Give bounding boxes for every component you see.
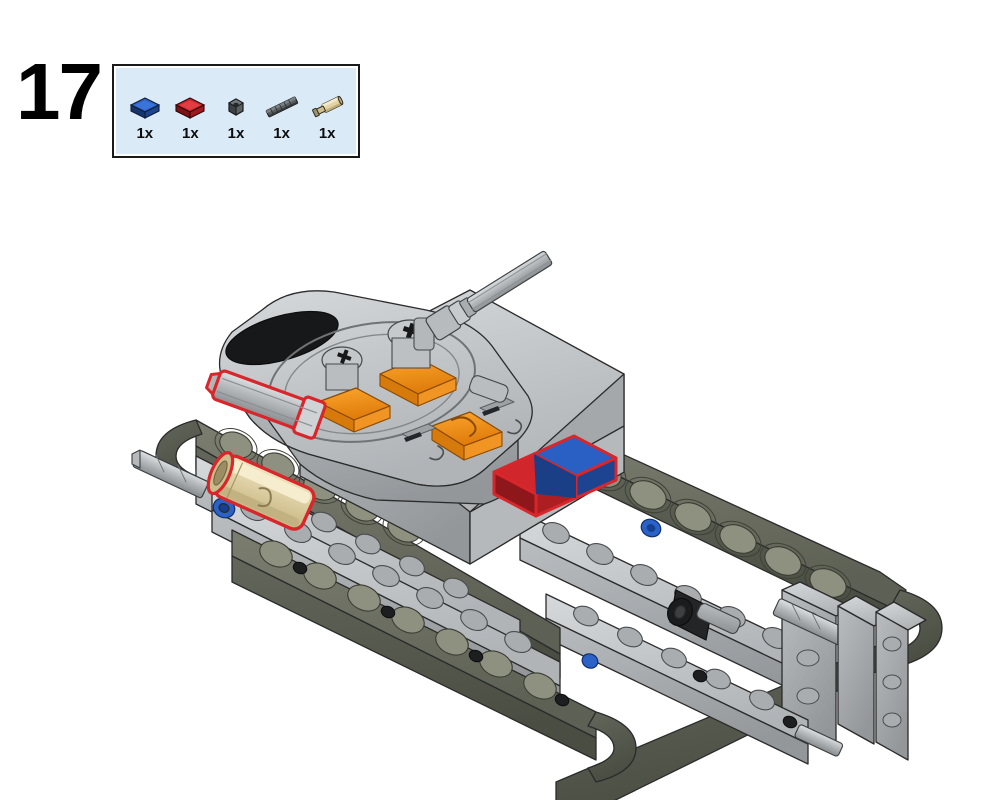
axle-stub-bottom xyxy=(794,724,844,757)
turret-axle-knob-front xyxy=(321,346,363,391)
blue-pin xyxy=(212,497,236,519)
part-item-blue-tile: 1x xyxy=(124,91,166,142)
turret-side-nub xyxy=(468,375,509,403)
deck-detail-dark xyxy=(404,406,500,442)
step-number: 17 xyxy=(16,47,103,136)
front-left-axle xyxy=(131,449,209,499)
lego-cannon-barrel-tan-icon xyxy=(306,91,348,125)
parts-list: 1x 1x xyxy=(114,66,358,156)
part-item-axle: 1x xyxy=(261,91,303,142)
lego-tile-2x2-blue-icon xyxy=(124,91,166,125)
orange-hatch-side xyxy=(431,411,503,461)
lego-tile-2x2-red-icon xyxy=(169,91,211,125)
main-gun-mount xyxy=(387,317,435,369)
part-item-bush: 1x xyxy=(215,91,257,142)
lego-axle-dark-gray-icon xyxy=(261,91,303,125)
new-part-blue-tile xyxy=(532,434,618,500)
track-pin-detail xyxy=(292,561,798,729)
blue-pin xyxy=(581,653,599,669)
turret xyxy=(218,250,553,505)
part-quantity: 1x xyxy=(318,125,336,142)
part-quantity: 1x xyxy=(182,125,199,142)
model-illustration xyxy=(0,120,1000,800)
lego-tank-drawing xyxy=(131,250,943,800)
right-chassis-frame xyxy=(519,511,893,765)
new-part-tan-cannon-barrel xyxy=(206,451,316,531)
rear-frame-detail xyxy=(794,601,927,761)
parts-callout-box: 1x 1x xyxy=(112,64,360,158)
part-quantity: 1x xyxy=(136,125,154,142)
part-quantity: 1x xyxy=(227,125,245,142)
lego-bush-half-dark-gray-icon xyxy=(215,91,257,125)
black-connector xyxy=(667,589,741,641)
main-gun-barrel xyxy=(425,250,553,341)
blue-pin xyxy=(640,518,662,538)
new-part-gray-axle xyxy=(205,369,327,440)
part-item-red-tile: 1x xyxy=(169,91,211,142)
part-quantity: 1x xyxy=(273,125,290,142)
part-item-cannon-barrel: 1x xyxy=(306,91,348,142)
